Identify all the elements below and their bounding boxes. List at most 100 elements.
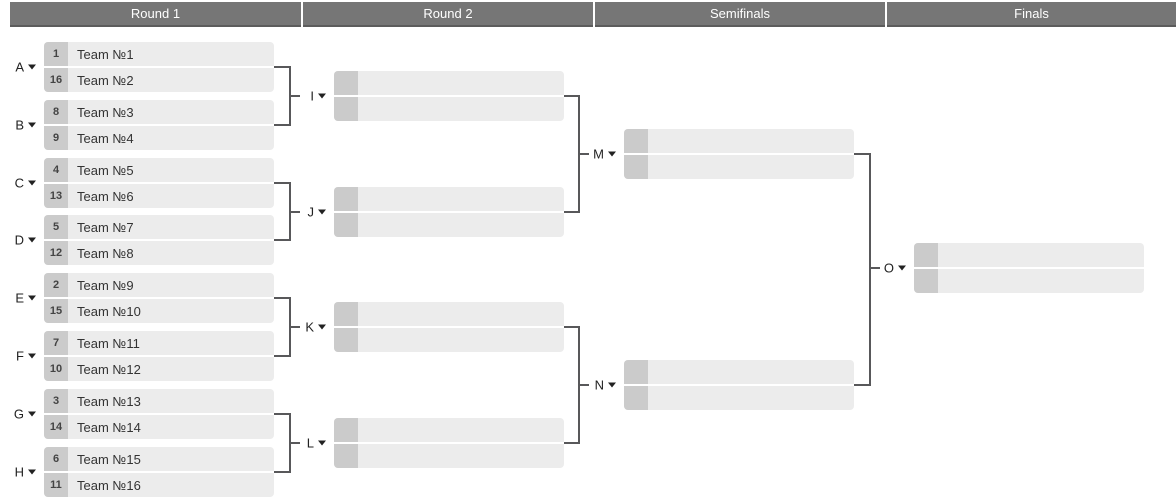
match-F: F 7 Team №11 10 Team №12 xyxy=(16,331,274,381)
match-dropdown-B[interactable]: B xyxy=(15,118,36,133)
empty-slot xyxy=(334,328,564,352)
seed-badge xyxy=(914,269,938,293)
seed-badge xyxy=(334,97,358,121)
seed-badge: 1 xyxy=(44,42,68,66)
team-name xyxy=(648,386,854,410)
team-row[interactable]: 5 Team №7 xyxy=(44,215,274,239)
match-dropdown-L[interactable]: L xyxy=(307,436,326,451)
match-dropdown-J[interactable]: J xyxy=(308,205,326,220)
seed-badge: 15 xyxy=(44,299,68,323)
team-name: Team №15 xyxy=(77,451,141,467)
team-name: Team №9 xyxy=(77,277,134,293)
team-row[interactable]: 14 Team №14 xyxy=(44,415,274,439)
empty-slot xyxy=(624,129,854,153)
chevron-down-icon xyxy=(28,469,36,475)
chevron-down-icon xyxy=(608,151,616,157)
empty-slot xyxy=(624,360,854,384)
team-row[interactable]: 15 Team №10 xyxy=(44,299,274,323)
seed-badge: 16 xyxy=(44,68,68,92)
match-M: M xyxy=(593,129,854,179)
seed-badge xyxy=(624,360,648,384)
match-E: E 2 Team №9 15 Team №10 xyxy=(15,273,274,323)
match-dropdown-F[interactable]: F xyxy=(16,349,36,364)
seed-badge: 10 xyxy=(44,357,68,381)
team-row[interactable]: 12 Team №8 xyxy=(44,241,274,265)
match-label-text: B xyxy=(15,117,24,133)
match-D: D 5 Team №7 12 Team №8 xyxy=(15,215,274,265)
empty-slot xyxy=(334,444,564,468)
match-label-text: O xyxy=(883,260,894,276)
match-label-text: G xyxy=(13,406,24,422)
team-row[interactable]: 10 Team №12 xyxy=(44,357,274,381)
team-row[interactable]: 7 Team №11 xyxy=(44,331,274,355)
chevron-down-icon xyxy=(28,295,36,301)
seed-badge xyxy=(624,155,648,179)
match-dropdown-C[interactable]: C xyxy=(15,176,36,191)
match-N: N xyxy=(595,360,854,410)
seed-badge: 14 xyxy=(44,415,68,439)
team-row[interactable]: 8 Team №3 xyxy=(44,100,274,124)
team-name: Team №10 xyxy=(77,303,141,319)
seed-badge xyxy=(914,243,938,267)
match-dropdown-D[interactable]: D xyxy=(15,233,36,248)
match-dropdown-I[interactable]: I xyxy=(310,89,326,104)
chevron-down-icon xyxy=(898,265,906,271)
match-O: O xyxy=(884,243,1144,293)
team-row[interactable]: 9 Team №4 xyxy=(44,126,274,150)
seed-badge xyxy=(624,386,648,410)
team-row[interactable]: 6 Team №15 xyxy=(44,447,274,471)
team-name xyxy=(358,302,564,326)
seed-badge: 3 xyxy=(44,389,68,413)
empty-slot xyxy=(334,71,564,95)
seed-badge xyxy=(334,302,358,326)
team-row[interactable]: 1 Team №1 xyxy=(44,42,274,66)
team-row[interactable]: 11 Team №16 xyxy=(44,473,274,497)
match-label-text: N xyxy=(594,377,604,393)
match-dropdown-N[interactable]: N xyxy=(595,378,616,393)
team-name: Team №8 xyxy=(77,245,134,261)
team-row[interactable]: 13 Team №6 xyxy=(44,184,274,208)
match-label-text: D xyxy=(14,232,24,248)
match-L: L xyxy=(307,418,564,468)
chevron-down-icon xyxy=(318,93,326,99)
match-dropdown-H[interactable]: H xyxy=(15,465,36,480)
team-name: Team №5 xyxy=(77,162,134,178)
column-header-round-2: Round 2 xyxy=(303,2,593,27)
team-name: Team №6 xyxy=(77,188,134,204)
match-label-text: L xyxy=(306,435,314,451)
seed-badge xyxy=(624,129,648,153)
team-name xyxy=(648,155,854,179)
match-B: B 8 Team №3 9 Team №4 xyxy=(15,100,274,150)
team-name xyxy=(358,97,564,121)
match-dropdown-E[interactable]: E xyxy=(15,291,36,306)
team-name xyxy=(938,269,1144,293)
match-dropdown-M[interactable]: M xyxy=(593,147,616,162)
team-name xyxy=(648,129,854,153)
seed-badge: 6 xyxy=(44,447,68,471)
team-name: Team №16 xyxy=(77,477,141,493)
chevron-down-icon xyxy=(28,180,36,186)
match-label-text: I xyxy=(310,88,314,104)
seed-badge: 8 xyxy=(44,100,68,124)
team-name: Team №12 xyxy=(77,361,141,377)
match-label-text: M xyxy=(593,146,604,162)
team-name xyxy=(938,243,1144,267)
team-name: Team №14 xyxy=(77,419,141,435)
match-dropdown-A[interactable]: A xyxy=(15,60,36,75)
team-row[interactable]: 3 Team №13 xyxy=(44,389,274,413)
empty-slot xyxy=(334,418,564,442)
seed-badge xyxy=(334,213,358,237)
match-label-text: F xyxy=(16,348,24,364)
match-C: C 4 Team №5 13 Team №6 xyxy=(15,158,274,208)
team-row[interactable]: 16 Team №2 xyxy=(44,68,274,92)
column-header-semifinals: Semifinals xyxy=(595,2,885,27)
seed-badge: 11 xyxy=(44,473,68,497)
chevron-down-icon xyxy=(28,64,36,70)
team-name xyxy=(358,187,564,211)
team-row[interactable]: 2 Team №9 xyxy=(44,273,274,297)
match-dropdown-G[interactable]: G xyxy=(14,407,36,422)
match-dropdown-O[interactable]: O xyxy=(884,261,906,276)
match-dropdown-K[interactable]: K xyxy=(305,320,326,335)
empty-slot xyxy=(334,302,564,326)
team-row[interactable]: 4 Team №5 xyxy=(44,158,274,182)
